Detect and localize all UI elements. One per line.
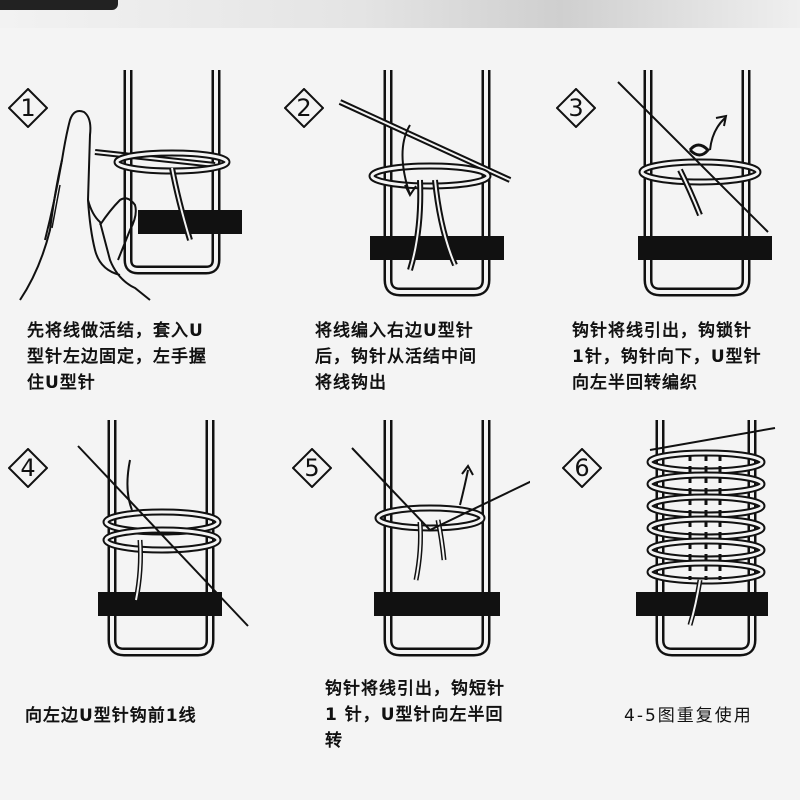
step-4-caption: 向左边U型针钩前1线 xyxy=(25,703,197,729)
step-5-number-badge: 5 xyxy=(292,448,332,488)
yarn-icon xyxy=(374,504,486,581)
step-6-illustration xyxy=(636,420,776,657)
step-2-line-2: 后，钩针从活结中间 xyxy=(315,347,477,367)
step-3-number-badge: 3 xyxy=(556,88,596,128)
u-loom-icon xyxy=(107,420,215,657)
step-4: 4 向左边U型针钩前1线 xyxy=(0,400,260,780)
crochet-hook-icon xyxy=(649,427,776,451)
step-2-number: 2 xyxy=(296,94,312,122)
step-3-illustration xyxy=(617,70,772,297)
step-3-line-1: 钩针将线引出，钩锁针 xyxy=(572,321,752,341)
step-4-number-badge: 4 xyxy=(8,448,48,488)
crochet-hook-icon xyxy=(77,445,249,627)
yarn-icon xyxy=(646,449,766,626)
step-5-line-2: 1 针，U型针向左半回 xyxy=(325,705,504,725)
step-1-caption: 先将线做活结，套入U 型针左边固定，左手握 住U型针 xyxy=(27,318,207,396)
yarn-icon xyxy=(102,459,222,601)
step-4-line-1: 向左边U型针钩前1线 xyxy=(25,706,197,726)
crochet-hook-icon xyxy=(617,81,769,233)
step-6-caption: 4-5图重复使用 xyxy=(624,703,753,729)
step-2: 2 将线编入右边U型针 后，钩针从活结中间 将线钩出 xyxy=(270,0,530,393)
step-5-line-1: 钩针将线引出，钩短针 xyxy=(325,679,505,699)
step-2-illustration xyxy=(338,70,512,297)
step-3-line-2: 1针，钩针向下，U型针 xyxy=(572,347,762,367)
yarn-icon xyxy=(94,149,231,241)
step-4-number: 4 xyxy=(20,454,36,482)
step-5-line-3: 转 xyxy=(325,731,343,751)
step-1-illustration xyxy=(19,70,242,301)
step-5: 5 钩针将线引出，钩短针 1 针，U型针向左半回 转 xyxy=(270,400,530,780)
step-3: 3 钩针将线引出，钩锁针 1针，钩针向下，U型针 向左半回转编织 xyxy=(540,0,800,393)
step-6-number-badge: 6 xyxy=(562,448,602,488)
yarn-icon xyxy=(338,99,512,271)
step-1-line-2: 型针左边固定，左手握 xyxy=(27,347,207,367)
step-6-line-1: 4-5图重复使用 xyxy=(624,706,753,726)
step-2-number-badge: 2 xyxy=(284,88,324,128)
photo-top-edge xyxy=(0,0,800,28)
step-6: 6 4-5图重复使用 xyxy=(540,400,800,780)
step-3-line-3: 向左半回转编织 xyxy=(572,373,698,393)
step-3-number: 3 xyxy=(568,94,584,122)
step-1-number: 1 xyxy=(20,94,36,122)
step-2-line-3: 将线钩出 xyxy=(315,373,387,393)
step-5-number: 5 xyxy=(304,454,320,482)
u-loom-icon xyxy=(383,420,491,657)
step-1: 1 先将线做活结，套入U 型针左边固定，左手握 住U型针 xyxy=(0,0,260,393)
step-4-illustration xyxy=(77,420,249,657)
step-2-line-1: 将线编入右边U型针 xyxy=(315,321,474,341)
step-1-line-3: 住U型针 xyxy=(27,373,96,393)
hand-icon xyxy=(19,110,151,301)
dark-corner xyxy=(0,0,118,10)
step-5-caption: 钩针将线引出，钩短针 1 针，U型针向左半回 转 xyxy=(325,676,505,754)
step-1-line-1: 先将线做活结，套入U xyxy=(27,321,204,341)
step-5-illustration xyxy=(351,420,530,657)
step-1-number-badge: 1 xyxy=(8,88,48,128)
crochet-hook-icon xyxy=(351,447,530,532)
yarn-icon xyxy=(638,143,762,217)
step-3-caption: 钩针将线引出，钩锁针 1针，钩针向下，U型针 向左半回转编织 xyxy=(572,318,762,396)
step-2-caption: 将线编入右边U型针 后，钩针从活结中间 将线钩出 xyxy=(315,318,477,396)
step-6-number: 6 xyxy=(574,454,590,482)
